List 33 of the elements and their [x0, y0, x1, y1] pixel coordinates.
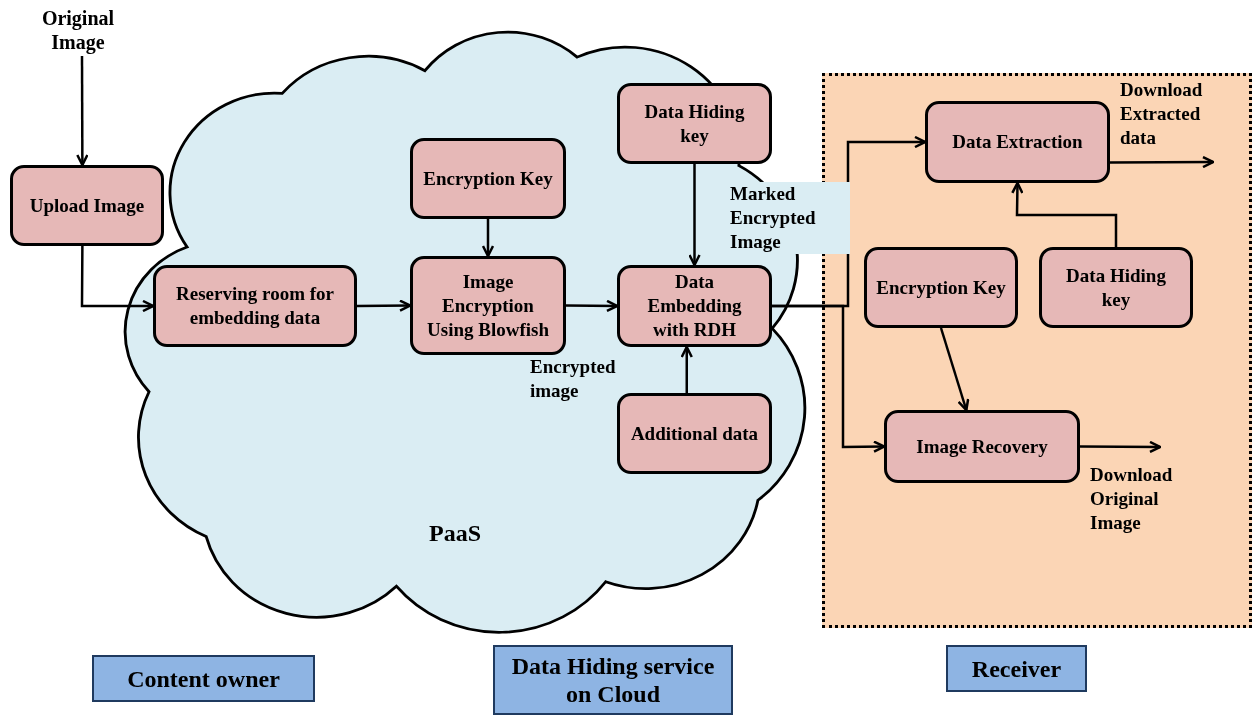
process-box: Upload Image: [10, 165, 164, 246]
arrow: [1110, 155, 1215, 169]
process-box: Image Encryption Using Blowfish: [410, 256, 566, 355]
arrow: [772, 304, 886, 453]
input-label: Original Image: [28, 6, 128, 56]
process-box: Image Recovery: [884, 410, 1080, 483]
arrow: [80, 246, 155, 313]
process-box: Encryption Key: [864, 247, 1018, 328]
arrow: [688, 164, 701, 267]
arrow: [1080, 440, 1162, 454]
arrow: [76, 56, 89, 167]
process-box: Data Hiding key: [1039, 247, 1193, 328]
edge-label: Encrypted image: [530, 355, 617, 403]
process-box: Additional data: [617, 393, 772, 474]
edge-label: Download Original Image: [1090, 463, 1174, 535]
edge-label: Marked Encrypted Image: [730, 182, 850, 254]
process-box: Data Hiding key: [617, 83, 772, 164]
arrow: [357, 299, 412, 312]
process-box: Data Extraction: [925, 101, 1110, 183]
arrow: [566, 299, 619, 313]
edge-label: Download Extracted data: [1120, 78, 1204, 150]
section-tag: Data Hiding service on Cloud: [493, 645, 733, 715]
process-box: Reserving room for embedding data: [153, 265, 357, 347]
arrow: [1011, 181, 1118, 247]
arrow: [939, 327, 970, 412]
process-box: Data Embedding with RDH: [617, 265, 772, 347]
receiver-region: [822, 73, 1252, 628]
cloud-label: PaaS: [428, 519, 482, 548]
arrow: [680, 345, 693, 393]
process-box: Encryption Key: [410, 138, 566, 219]
arrow: [481, 219, 495, 258]
section-tag: Content owner: [92, 655, 315, 702]
section-tag: Receiver: [946, 645, 1087, 692]
